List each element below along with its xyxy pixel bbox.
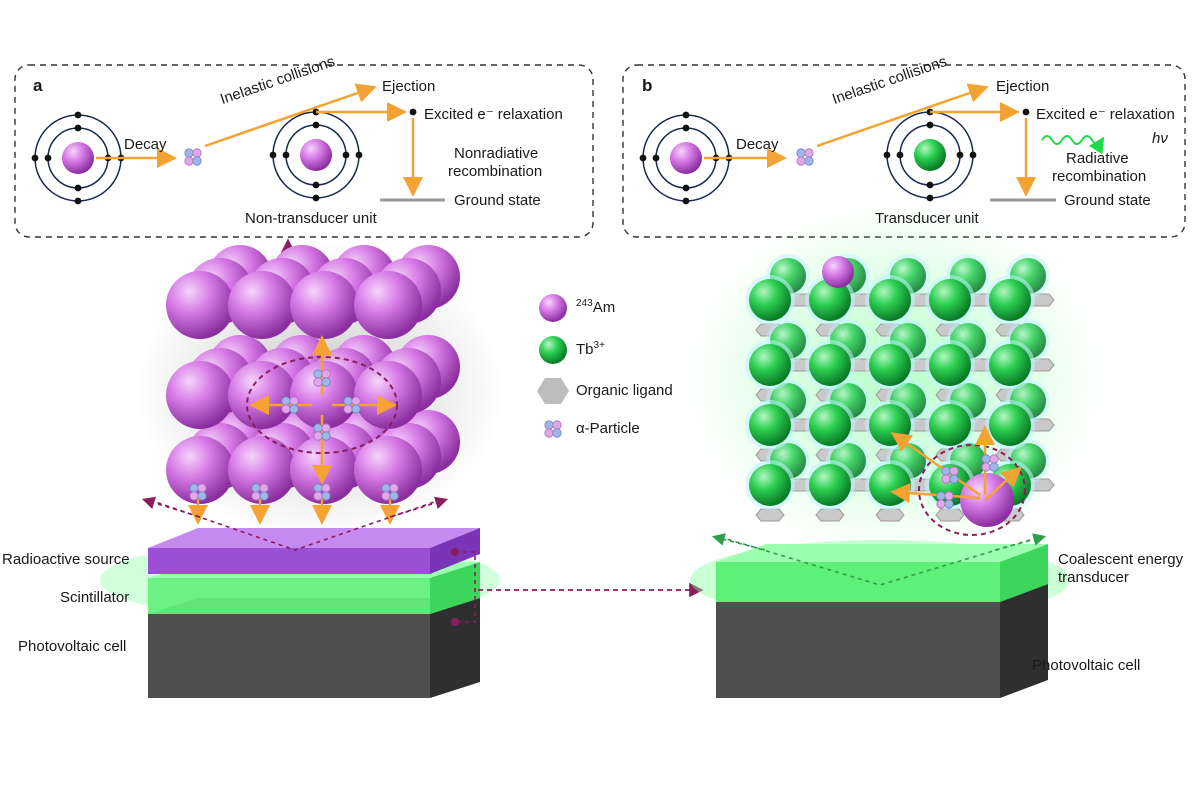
left-photovoltaic-label: Photovoltaic cell [18, 638, 127, 655]
panel-b-transducer-atom [883, 108, 977, 202]
alpha-particle-icon [796, 148, 814, 166]
tb-sphere [929, 344, 971, 386]
tb-sphere [869, 344, 911, 386]
legend-alpha-icon [544, 420, 562, 438]
tb-sphere [749, 464, 791, 506]
tb-sphere [809, 279, 851, 321]
tb-sphere [749, 344, 791, 386]
scintillator-label: Scintillator [60, 589, 130, 606]
am-sphere [166, 271, 234, 339]
photon-label: hν [1152, 130, 1168, 147]
legend-alpha-label: α-Particle [576, 420, 640, 437]
non-transducer-unit-label: Non-transducer unit [245, 210, 377, 227]
right-layer-stack [690, 540, 1070, 698]
legend-tb-icon [539, 336, 567, 364]
am-sphere [354, 361, 422, 429]
am-sphere [166, 436, 234, 504]
tb-sphere [929, 279, 971, 321]
panel-b-box [622, 64, 1186, 238]
tb-sphere [869, 464, 911, 506]
radioactive-source-label: Radioactive source [2, 551, 130, 568]
left-layer-stack [100, 528, 500, 698]
right-photovoltaic-label: Photovoltaic cell [1032, 657, 1141, 674]
am-sphere-lattice [166, 245, 460, 504]
am-sphere [354, 436, 422, 504]
legend-am-label: 243Am [576, 298, 616, 316]
transducer-label-line-1: Coalescent energy [1058, 551, 1184, 568]
ejection-label: Ejection [382, 78, 436, 95]
tb-sphere [989, 344, 1031, 386]
photon-wave-icon [1041, 135, 1105, 155]
tb-sphere [749, 404, 791, 446]
legend-am-icon [539, 294, 567, 322]
ejection-label: Ejection [996, 78, 1050, 95]
recombination-line-2: recombination [448, 163, 543, 180]
decay-label: Decay [124, 136, 167, 153]
recombination-line-1: Radiative [1066, 150, 1129, 167]
tb-sphere [869, 279, 911, 321]
am-sphere [166, 361, 234, 429]
tb-sphere [869, 404, 911, 446]
tb-sphere [809, 344, 851, 386]
ground-state-label: Ground state [454, 192, 541, 209]
organic-ligand [815, 508, 845, 522]
excited-relaxation-label: Excited e⁻ relaxation [1036, 106, 1175, 123]
organic-ligand [935, 508, 965, 522]
am-sphere [228, 436, 296, 504]
tb-sphere [809, 404, 851, 446]
recombination-line-1: Nonradiative [454, 145, 539, 162]
am-sphere [228, 271, 296, 339]
legend-ligand-icon [537, 378, 569, 404]
am-sphere [290, 361, 358, 429]
am-sphere [290, 271, 358, 339]
ground-state-label: Ground state [1064, 192, 1151, 209]
panel-b-letter: b [642, 76, 653, 95]
panel-a-box [14, 64, 594, 238]
panel-a-nontransducer-atom [269, 108, 363, 202]
am-sphere [354, 271, 422, 339]
legend-tb-label: Tb3+ [576, 340, 605, 358]
alpha-particle-icon [184, 148, 202, 166]
organic-ligand [875, 508, 905, 522]
legend-ligand-label: Organic ligand [576, 382, 673, 399]
transducer-label-line-2: transducer [1058, 569, 1129, 586]
transducer-unit-label: Transducer unit [875, 210, 979, 227]
recombination-line-2: recombination [1052, 168, 1147, 185]
organic-ligand [755, 508, 785, 522]
panel-a-letter: a [33, 76, 43, 95]
tb-sphere [749, 279, 791, 321]
excited-relaxation-label: Excited e⁻ relaxation [424, 106, 563, 123]
tb-sphere [929, 404, 971, 446]
tb-sphere [809, 464, 851, 506]
am-sphere [228, 361, 296, 429]
decay-label: Decay [736, 136, 779, 153]
tb-sphere [989, 404, 1031, 446]
am-atom-in-mof [822, 256, 854, 288]
tb-sphere [989, 279, 1031, 321]
